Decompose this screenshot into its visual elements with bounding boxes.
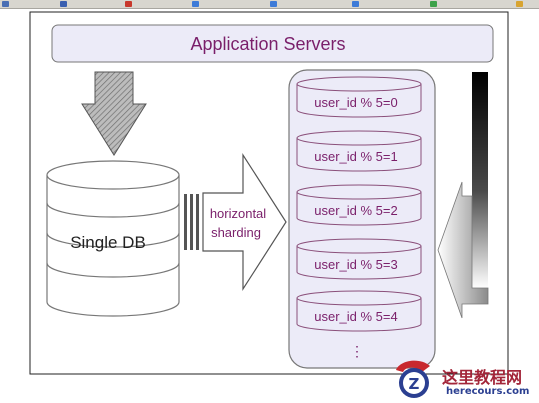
shard-label: user_id % 5=3 bbox=[314, 257, 397, 272]
toolbar-icon[interactable] bbox=[270, 1, 277, 7]
svg-text:Z: Z bbox=[409, 375, 420, 393]
right-arrow-icon bbox=[202, 152, 287, 292]
horizontal-sharding-arrow: horizontal sharding bbox=[184, 152, 287, 292]
arrow-label-horizontal: horizontal bbox=[210, 206, 266, 221]
shard-cylinder: user_id % 5=2 bbox=[296, 184, 422, 226]
shard-label: user_id % 5=2 bbox=[314, 203, 397, 218]
toolbar-icon[interactable] bbox=[516, 1, 523, 7]
single-db-cylinder: Single DB bbox=[46, 160, 180, 317]
toolbar-icon[interactable] bbox=[192, 1, 199, 7]
toolbar-icon[interactable] bbox=[430, 1, 437, 7]
down-arrow-icon bbox=[81, 71, 147, 156]
shard-label: user_id % 5=0 bbox=[314, 95, 397, 110]
shard-cylinder: user_id % 5=1 bbox=[296, 130, 422, 172]
watermark-title: 这里教程网 bbox=[442, 368, 523, 387]
toolbar-icon[interactable] bbox=[352, 1, 359, 7]
single-db-label: Single DB bbox=[70, 233, 146, 252]
toolbar-icon[interactable] bbox=[2, 1, 9, 7]
watermark-logo-icon: Z bbox=[396, 360, 430, 398]
app-servers-label: Application Servers bbox=[190, 34, 345, 54]
arrow-label-sharding: sharding bbox=[211, 225, 261, 240]
shard-cylinder: user_id % 5=0 bbox=[296, 76, 422, 118]
more-shards-ellipsis: ⋮ bbox=[350, 343, 364, 359]
site-watermark: Z 这里教程网 herecours.com bbox=[392, 358, 539, 403]
browser-toolbar-strip bbox=[0, 0, 539, 9]
watermark-url: herecours.com bbox=[446, 386, 530, 397]
shard-list: user_id % 5=0 user_id % 5=1 user_id % 5=… bbox=[296, 76, 422, 332]
shard-cylinder: user_id % 5=3 bbox=[296, 238, 422, 280]
shard-cylinder: user_id % 5=4 bbox=[296, 290, 422, 332]
shard-label: user_id % 5=4 bbox=[314, 309, 397, 324]
shard-label: user_id % 5=1 bbox=[314, 149, 397, 164]
toolbar-icon[interactable] bbox=[125, 1, 132, 7]
toolbar-icon[interactable] bbox=[60, 1, 67, 7]
app-servers-box: Application Servers bbox=[51, 24, 494, 63]
up-left-arrow-icon bbox=[437, 72, 489, 319]
